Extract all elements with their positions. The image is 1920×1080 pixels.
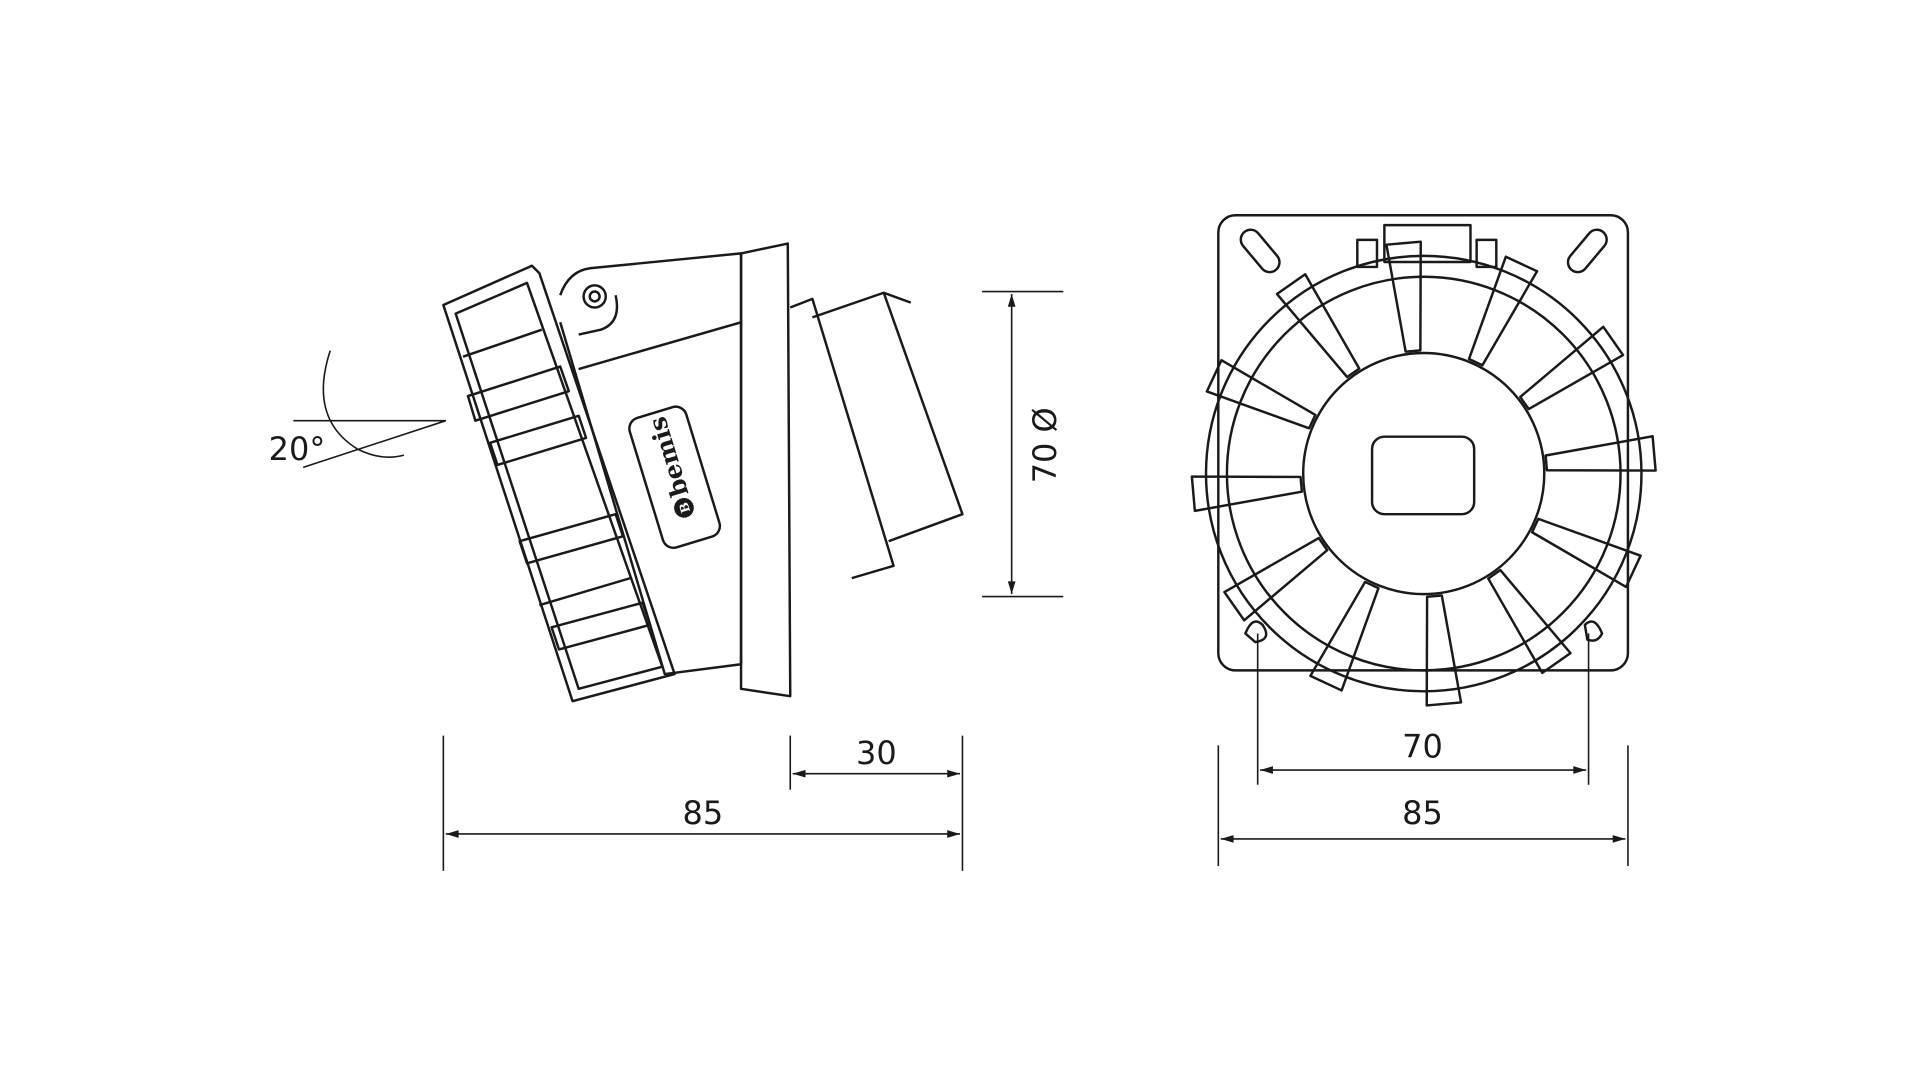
brand-name: bemis bbox=[643, 413, 695, 500]
mounting-slot bbox=[1239, 228, 1281, 274]
diameter-label: 70 Ø bbox=[1026, 407, 1064, 483]
side-fin bbox=[466, 365, 571, 422]
rib bbox=[1530, 517, 1642, 589]
brand-logo: B bemis bbox=[628, 405, 722, 550]
side-view: B bemis 20° 70 Ø 30 85 bbox=[269, 242, 1064, 871]
rib bbox=[1467, 255, 1539, 367]
hole-spacing-label: 70 bbox=[1402, 728, 1443, 766]
rib-group bbox=[1190, 240, 1657, 707]
side-width-label: 85 bbox=[683, 794, 724, 832]
mounting-hole bbox=[1583, 620, 1604, 642]
plate-width-label: 85 bbox=[1402, 794, 1443, 832]
rib bbox=[1425, 594, 1463, 707]
side-housing-outline bbox=[442, 264, 676, 703]
side-fin bbox=[550, 601, 652, 651]
screw-hole bbox=[582, 284, 607, 309]
rib bbox=[1275, 273, 1361, 379]
front-view: 70 85 bbox=[1190, 214, 1657, 866]
rib bbox=[1385, 240, 1422, 353]
rib bbox=[1205, 359, 1317, 430]
depth-label: 30 bbox=[856, 734, 897, 772]
mounting-plate bbox=[1217, 214, 1630, 672]
brand-mark: B bbox=[676, 501, 693, 515]
top-tab bbox=[1383, 223, 1472, 264]
socket-key bbox=[1370, 435, 1476, 516]
outer-ring bbox=[1204, 254, 1643, 693]
mounting-hole bbox=[1244, 620, 1268, 644]
rib bbox=[1544, 435, 1657, 472]
rib bbox=[1223, 536, 1329, 622]
rib bbox=[1519, 325, 1625, 411]
socket-face bbox=[1301, 351, 1546, 596]
angle-label: 20° bbox=[269, 430, 326, 468]
rib bbox=[1309, 580, 1380, 692]
rib bbox=[1487, 568, 1572, 675]
side-fin bbox=[488, 414, 588, 467]
side-body bbox=[559, 252, 743, 676]
rib bbox=[1190, 475, 1304, 513]
mounting-flange bbox=[739, 242, 792, 698]
inlet-sleeve bbox=[789, 297, 895, 580]
mounting-slot bbox=[1566, 228, 1608, 274]
